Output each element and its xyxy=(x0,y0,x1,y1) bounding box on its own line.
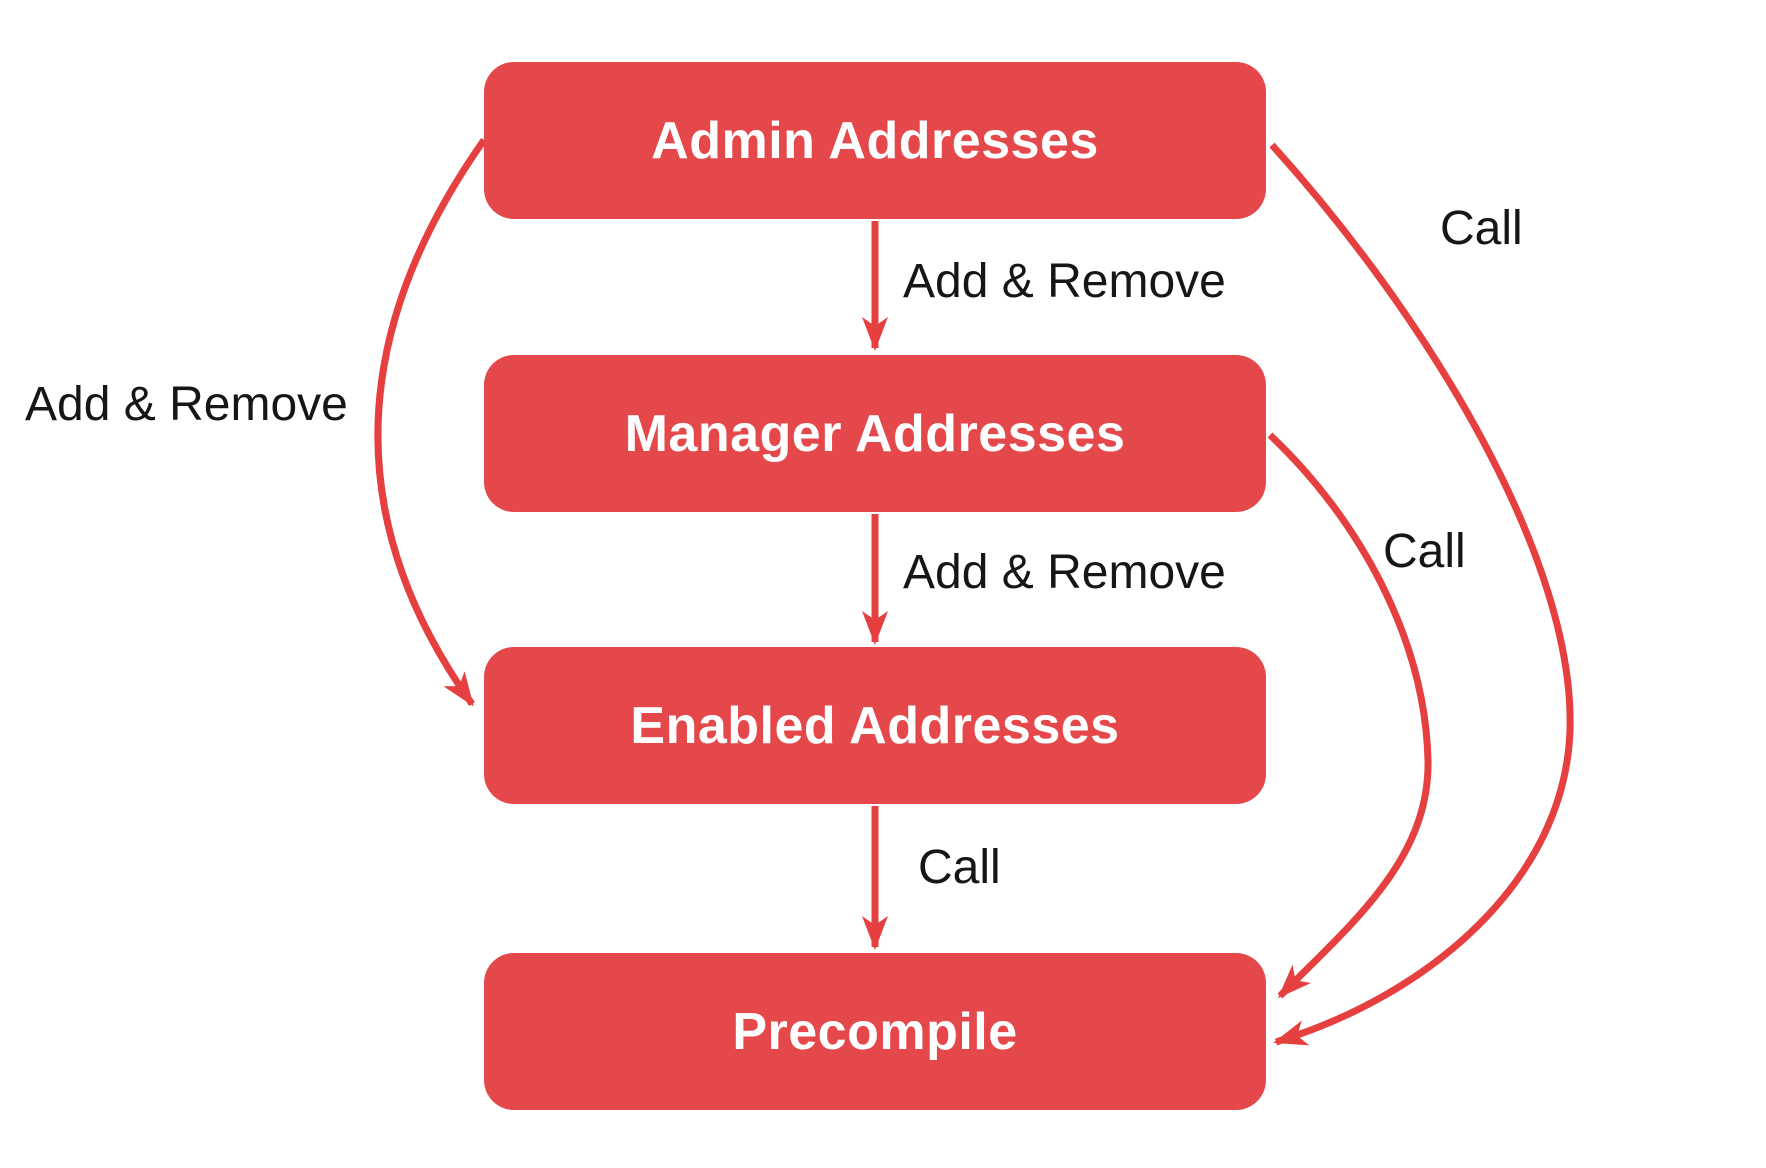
node-enabled-addresses-label: Enabled Addresses xyxy=(630,696,1120,755)
edge-label-enabled-precompile: Call xyxy=(918,841,1001,894)
node-manager-addresses: Manager Addresses xyxy=(484,355,1266,512)
node-precompile: Precompile xyxy=(484,953,1266,1110)
arrow-manager-to-precompile xyxy=(1267,432,1432,999)
node-manager-addresses-label: Manager Addresses xyxy=(624,404,1126,463)
edge-label-manager-precompile: Call xyxy=(1383,525,1466,578)
node-enabled-addresses: Enabled Addresses xyxy=(484,647,1266,804)
arrow-admin-to-enabled xyxy=(374,137,487,707)
node-admin-addresses: Admin Addresses xyxy=(484,62,1266,219)
edge-label-admin-precompile: Call xyxy=(1440,202,1523,255)
edge-label-admin-manager: Add & Remove xyxy=(903,255,1226,308)
node-precompile-label: Precompile xyxy=(732,1002,1018,1061)
node-admin-addresses-label: Admin Addresses xyxy=(651,111,1099,170)
edge-label-manager-enabled: Add & Remove xyxy=(903,546,1226,599)
edge-label-admin-enabled: Add & Remove xyxy=(25,378,348,431)
arrow-admin-to-precompile xyxy=(1269,142,1574,1046)
